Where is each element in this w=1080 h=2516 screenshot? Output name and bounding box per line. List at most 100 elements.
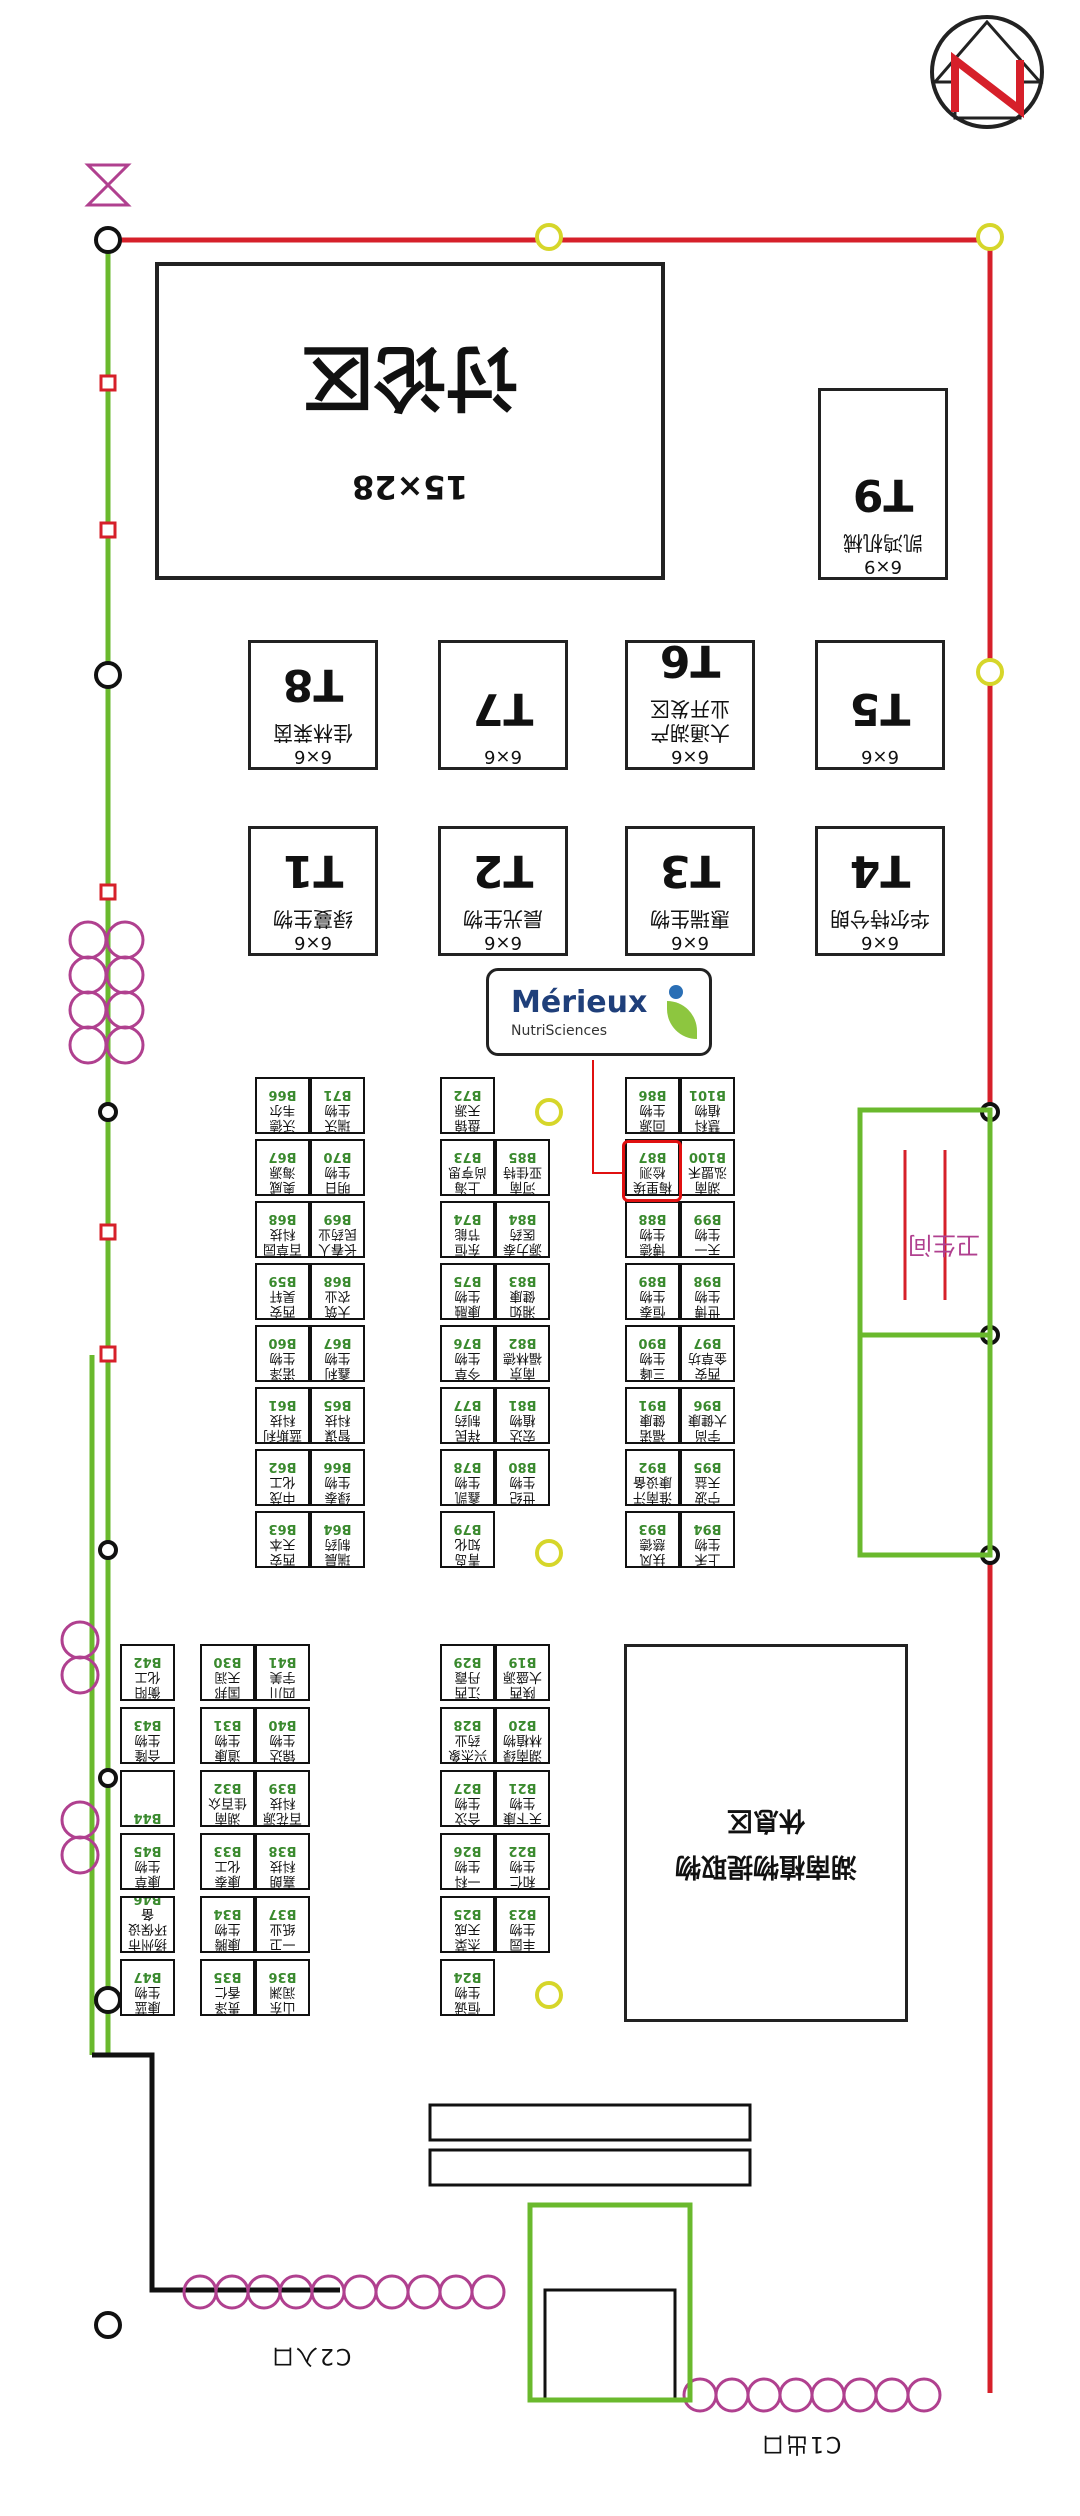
booth-code: B37 <box>268 1906 297 1921</box>
booth-name: 世纪 生物 <box>509 1474 536 1504</box>
t-booth-name: 佳林莱茵 <box>273 721 353 745</box>
entrance-c2[interactable]: C2入口 <box>270 2343 352 2368</box>
t-booth-size: 6×6 <box>484 746 522 767</box>
booth-name: 丰园 生物 <box>509 1921 536 1951</box>
booth-b44[interactable]: B44 <box>120 1770 175 1827</box>
booth-name: 东恒 节能 <box>454 1226 481 1256</box>
booth-name: 长春人 民药业 <box>318 1226 358 1256</box>
discussion-area[interactable]: 15×28 讨论区 <box>155 262 665 580</box>
booth-name: 河南 亚佳特 <box>503 1164 543 1194</box>
booth-name: 青岛 知化 <box>454 1536 481 1566</box>
t-booth-size: 6×6 <box>671 746 709 767</box>
booth-code: B43 <box>133 1717 162 1732</box>
exit-c1[interactable]: C1出口 <box>760 2431 842 2456</box>
booth-name: 回源 生物 <box>639 1102 666 1132</box>
rest-area[interactable]: 湖南植物提取物 休息区 <box>624 1644 908 2022</box>
t-booth-code: T3 <box>659 845 721 896</box>
